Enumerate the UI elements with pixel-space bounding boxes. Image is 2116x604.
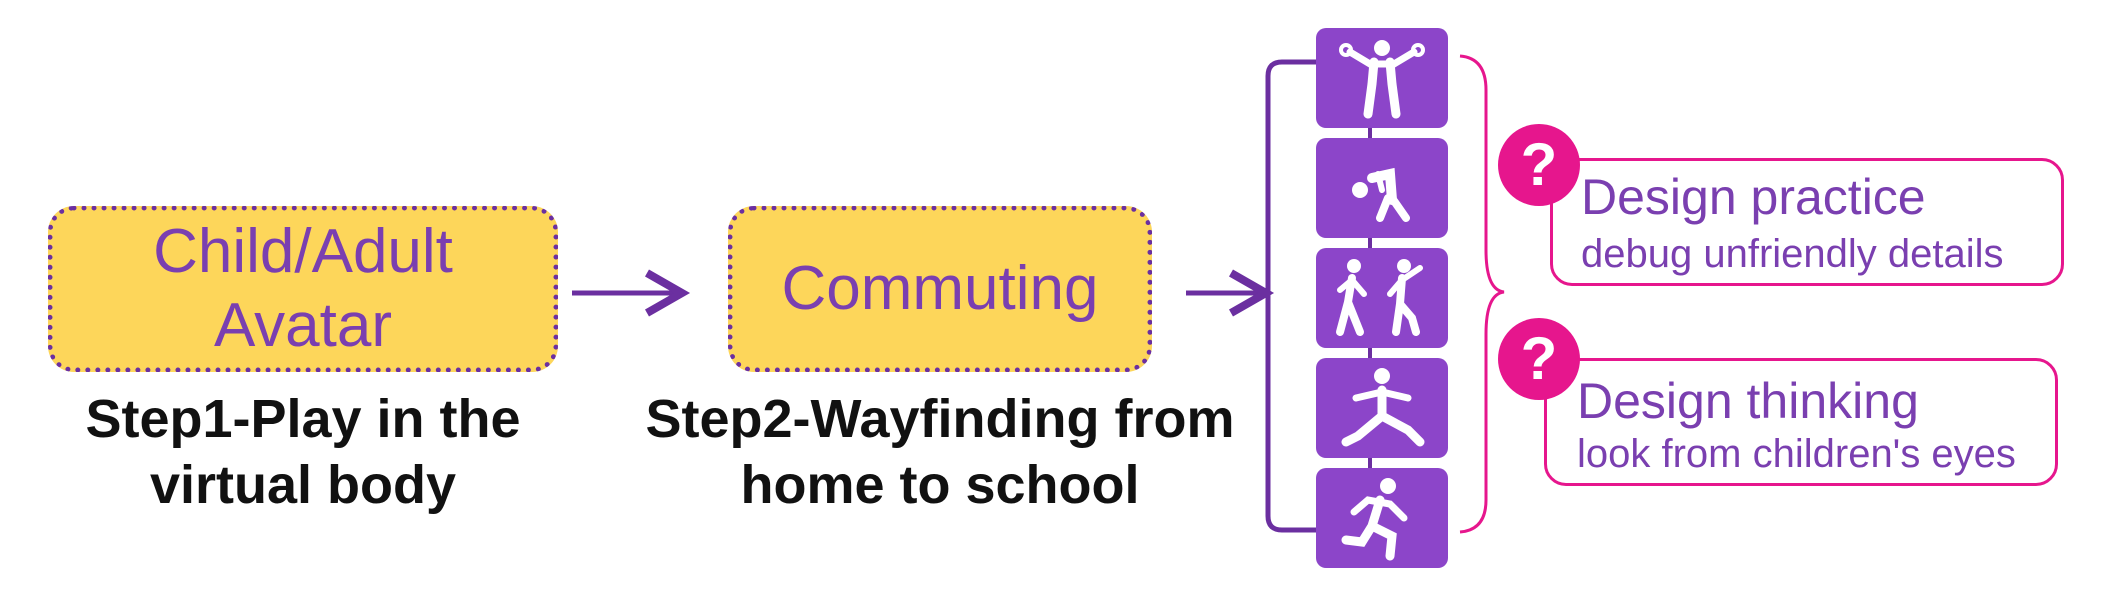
design-thinking-title: Design thinking [1577, 373, 1919, 429]
activities-bracket [1265, 59, 1318, 533]
design-thinking-subtitle: look from children's eyes [1577, 432, 2016, 476]
question-icon: ? [1498, 318, 1580, 400]
avatar-node: Child/Adult Avatar [48, 206, 558, 372]
curly-brace [1459, 54, 1505, 534]
design-thinking-card: Design thinking look from children's eye… [1544, 358, 2058, 486]
two-people-icon [1336, 259, 1423, 336]
commuting-node: Commuting [728, 206, 1152, 372]
avatar-node-label-line1: Child/Adult [153, 217, 453, 286]
activity-tile-bending [1316, 138, 1448, 238]
step1-caption-line1: Step1-Play in the [85, 389, 521, 449]
step2-caption-line2: home to school [740, 455, 1140, 515]
step1-caption-line2: virtual body [149, 455, 457, 515]
design-practice-title: Design practice [1581, 169, 1926, 225]
activity-tile-two-people [1316, 248, 1448, 348]
question-icon: ? [1498, 124, 1580, 206]
lunging-person-icon [1341, 368, 1425, 447]
running-person-icon [1341, 478, 1408, 561]
step2-caption: Step2-Wayfinding from home to school [600, 386, 1280, 518]
activity-tile-exercise [1316, 28, 1448, 128]
step1-caption: Step1-Play in the virtual body [30, 386, 576, 518]
bending-person-icon [1352, 167, 1410, 222]
commuting-node-label: Commuting [781, 254, 1099, 323]
activity-tile-lunging [1316, 358, 1448, 458]
activity-tile-running [1316, 468, 1448, 568]
step2-caption-line1: Step2-Wayfinding from [645, 389, 1235, 449]
design-practice-card: Design practice debug unfriendly details [1550, 158, 2064, 286]
exercise-icon [1339, 40, 1425, 119]
design-practice-subtitle: debug unfriendly details [1581, 232, 2004, 276]
avatar-node-label-line2: Avatar [213, 291, 393, 360]
